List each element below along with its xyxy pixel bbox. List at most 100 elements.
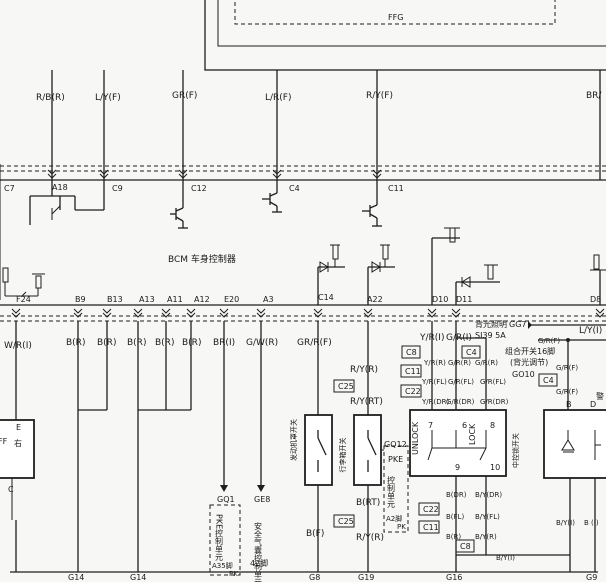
left-box-f: FF (0, 437, 8, 446)
pin-d8: D8 (590, 295, 601, 304)
upper-wire-2: L/Y(F) (95, 93, 121, 103)
backlight-fuse: 背光照明 (475, 319, 507, 329)
trunk-wire-1: B(RT) (356, 498, 380, 508)
gq1-id: GQ1 (217, 495, 235, 504)
conn-c4-mid: C4 (466, 348, 477, 357)
wire-w-r: W/R(I) (4, 341, 32, 351)
gq1-pin: A35脚 (212, 561, 233, 570)
lock-wire-7: Y/R(DR) (421, 398, 449, 406)
conn-c22-top: C22 (405, 387, 421, 396)
right-box-d: D (590, 400, 596, 409)
wire-a11: B(R) (155, 338, 174, 348)
transistor-c12 (170, 180, 188, 229)
lock-wire-4: Y/R(FL) (421, 378, 447, 386)
gg7-label: GG7 (509, 320, 527, 329)
lock-pin-9: 9 (455, 463, 460, 472)
lock-wire-9: G/R(DR) (480, 398, 509, 406)
lock-wire-5: G/R(FL) (448, 378, 474, 386)
transistor-c4 (262, 180, 282, 213)
left-box-e: E (16, 423, 21, 432)
pke-pk: PK (397, 523, 406, 531)
right-switch-box[interactable] (543, 409, 606, 479)
ffg-label: FFG (388, 13, 403, 22)
airbag-label: 安全气囊控制单元 (254, 521, 263, 582)
bcm-internal-lower (2, 227, 606, 305)
central-lock-switch[interactable] (409, 409, 507, 477)
c25-trunk-block: C25 (333, 350, 369, 415)
lock-wire-1: Y/R(R) (423, 359, 446, 367)
trunk-wire-2: R/Y(R) (356, 533, 384, 543)
wire-e20: BR(I) (213, 338, 235, 348)
gq1-pk: PK (229, 570, 238, 578)
unlock-label: UNLOCK (411, 421, 420, 455)
gq12-label: GQ12 (384, 440, 407, 449)
pin-b9: B9 (75, 295, 86, 304)
transistor-c11 (362, 180, 382, 227)
conn-c11-bot: C11 (423, 523, 439, 532)
conn-c4-right: C4 (543, 376, 554, 385)
wire-c14: GR/R(F) (297, 338, 332, 348)
wire-a3: G/W(R) (246, 338, 278, 348)
bcm-title: BCM 车身控制器 (168, 253, 236, 265)
lock-label: LOCK (468, 423, 477, 445)
ground-1: G14 (68, 573, 84, 582)
ground-4: G19 (358, 573, 374, 582)
conn-c8-top: C8 (406, 348, 417, 357)
pin-d11: D11 (456, 295, 472, 304)
pin-a22: A22 (367, 295, 383, 304)
c25-bottom: C25 (338, 517, 354, 526)
lock-pin-6: 6 (462, 421, 467, 430)
pke-unit: 控制单元 (387, 475, 396, 509)
pin-d10: D10 (432, 295, 448, 304)
conn-c11-top: C11 (405, 367, 421, 376)
backlight-block: 背光照明 SI39 5A GG7 L/Y(I) G/R(F) 组合开关16脚 (… (475, 319, 606, 572)
go10-label: GO10 (512, 370, 535, 379)
upper-wire-3: GR(F) (172, 91, 197, 101)
left-box-c: C (8, 485, 14, 494)
lock-wire-b-5: B(R) (446, 533, 461, 541)
wire-a22-1: R/Y(R) (350, 365, 378, 375)
right-b: B (I) (584, 519, 599, 527)
pke-pin: A2脚 (386, 514, 402, 523)
bcm-internal-upper: BCM 车身控制器 (29, 180, 382, 265)
lock-wire-b-4: B/Y(FL) (475, 513, 500, 521)
hood-switch-label: 发动机罩开关 (289, 419, 298, 461)
ground-labels: G14 G14 G8 G19 G16 G9 (10, 410, 598, 582)
lock-pin-7: 7 (428, 421, 433, 430)
central-lock-block: Y/R(I) G/R(I) C8 C4 Y/R(R) G/R(R) G/R(R)… (400, 321, 570, 572)
lock-pin-8: 8 (490, 421, 495, 430)
ground-5: G16 (446, 573, 462, 582)
ground-2: G14 (130, 573, 146, 582)
wire-a13: B(R) (127, 338, 146, 348)
backlight-fuse-spec: SI39 5A (475, 331, 506, 340)
pin-c9: C9 (112, 184, 123, 193)
upper-wire-1: R/B(R) (36, 93, 65, 103)
wire-d8: L/Y(I) (579, 326, 602, 336)
upper-wire-5: R/Y(F) (366, 91, 393, 101)
pin-a11: A11 (167, 295, 183, 304)
ge8-ground: GE8 安全气囊控制单元 42脚 (250, 485, 270, 582)
combo-switch: 组合开关16脚 (505, 346, 555, 356)
wire-b13: B(R) (97, 338, 116, 348)
conn-c8-bot: C8 (460, 542, 471, 551)
right-box-cut: 警 (596, 391, 604, 401)
lock-pin-10: 10 (490, 463, 500, 472)
upper-wire-6: BR/ (586, 91, 602, 101)
c25-top: C25 (338, 382, 354, 391)
pke-label: PKE (388, 455, 403, 464)
top-frame: FFG (204, 0, 606, 71)
pin-e20: E20 (224, 295, 239, 304)
pin-a3: A3 (263, 295, 274, 304)
lock-wire-b-1: B(DR) (446, 491, 467, 499)
pin-a13: A13 (139, 295, 155, 304)
pin-c12: C12 (191, 184, 207, 193)
hood-switch[interactable]: 发动机罩开关 (289, 414, 333, 486)
pin-a18: A18 (52, 183, 68, 192)
ge8-id: GE8 (254, 495, 270, 504)
g-r-f-1: G/R(F) (538, 337, 560, 345)
pke-block: GQ12 PKE 控制单元 A2脚 PK (381, 440, 409, 533)
wire-b9: B(R) (66, 338, 85, 348)
lock-wire-6: G/R(FL) (480, 378, 506, 386)
trunk-switch[interactable]: 行李箱开关 (338, 414, 382, 486)
